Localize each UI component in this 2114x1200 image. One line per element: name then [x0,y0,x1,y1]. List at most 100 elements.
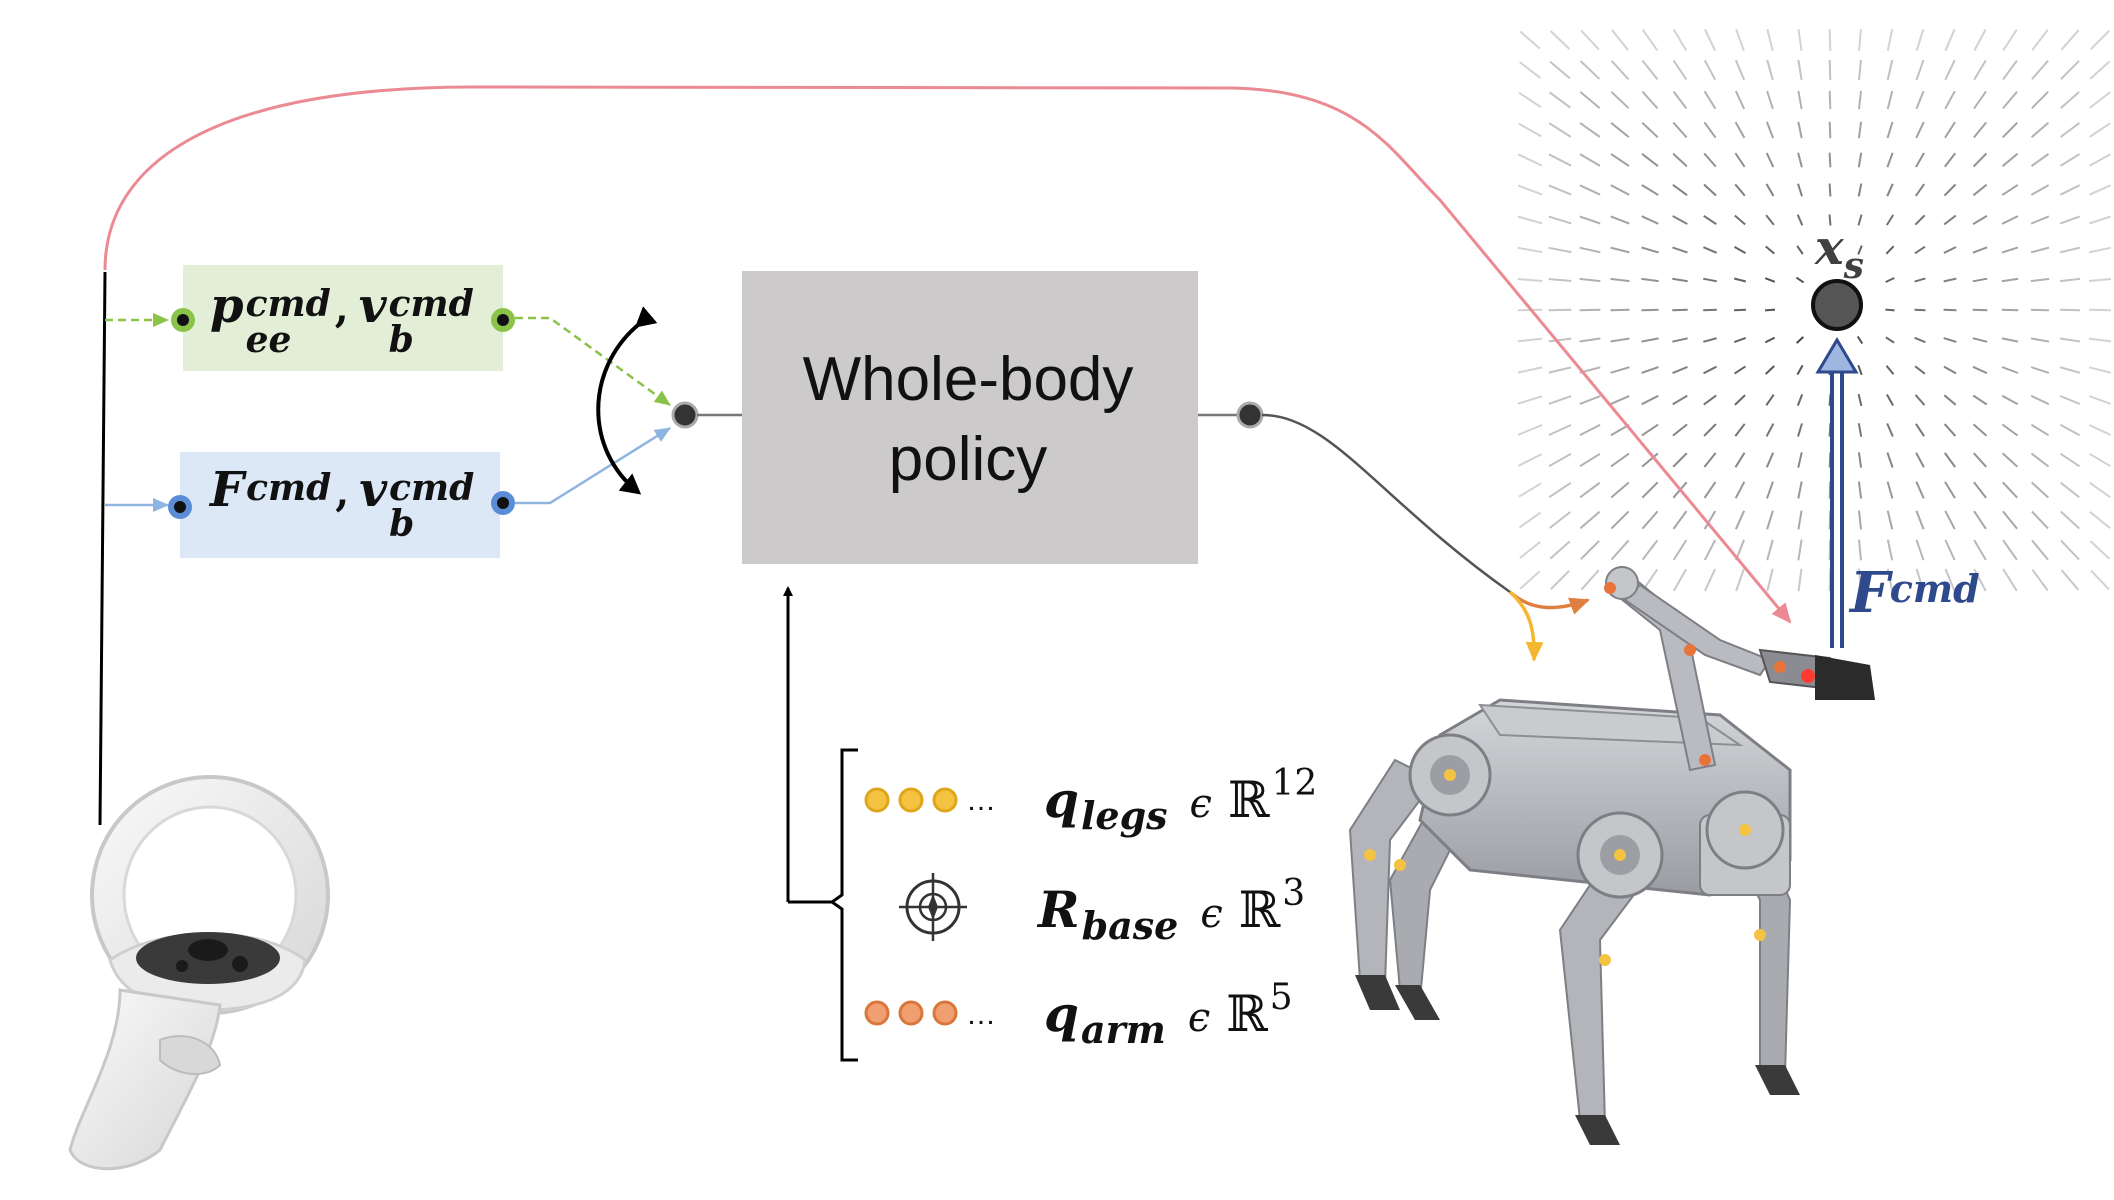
field-vector [2089,540,2111,560]
field-vector [2089,481,2111,499]
field-vector [1886,452,1894,468]
field-vector [1610,481,1630,499]
field-vector [2059,122,2081,138]
legs-dots-ellipsis: … [966,784,996,817]
field-vector [1886,539,1894,561]
field-vector [1579,60,1601,80]
field-vector [2030,337,2050,343]
field-vector [2059,215,2081,225]
field-vector [1765,365,1775,375]
field-vector [1797,28,1803,52]
field-vector [2031,90,2049,110]
field-vector [1797,452,1803,468]
field-vector [1885,277,1895,283]
field-vector [1857,183,1863,197]
field-vector [1735,568,1745,592]
field-vector [1579,277,1601,283]
field-vector [1518,91,1542,109]
field-vector [1765,121,1775,139]
field-vector [1858,568,1862,592]
field-vector [1672,394,1688,406]
field-vector [1610,215,1630,225]
field-vector [1734,510,1746,530]
field-vector [1972,337,1988,343]
field-vector [1548,366,1572,374]
field-vector [2060,539,2080,561]
field-vector [1915,121,1925,139]
field-vector [1672,215,1688,225]
field-vector [1734,423,1746,437]
field-vector [1858,29,1862,51]
field-vector [1641,539,1659,561]
field-vector [1641,29,1659,51]
field-vector [1858,510,1862,530]
field-vector [1548,153,1572,167]
field-vector [1885,214,1895,226]
field-vector [1828,214,1832,226]
field-vector [2059,277,2081,283]
switch-arrow-icon [596,306,658,495]
field-vector [1764,336,1776,344]
field-vector [2030,277,2050,283]
field-vector [1733,277,1747,283]
field-vector [1734,246,1746,254]
field-vector [1610,122,1630,138]
field-vector [1610,246,1630,254]
policy-to-robot-line [1261,413,1511,594]
field-vector [1857,245,1863,255]
field-vector [1610,184,1630,196]
field-vector [1734,394,1746,406]
field-vector [1973,59,1987,81]
policy-title: Whole-body policy [802,345,1134,494]
field-vector [1914,245,1926,255]
field-vector [1885,308,1895,312]
field-vector [1766,568,1774,592]
field-vector [2089,122,2111,138]
field-vector [1915,59,1925,81]
field-vector [1973,481,1987,499]
field-vector [1795,276,1805,284]
force-to-switch [515,426,671,505]
field-vector [1703,152,1717,168]
field-vector [1828,152,1832,168]
field-vector [1641,184,1659,196]
field-vector [1549,540,1571,560]
field-vector [1610,366,1630,374]
field-vector [1796,245,1804,255]
field-vector [1703,394,1717,406]
field-vector [1972,452,1988,468]
field-vector [2001,452,2019,468]
field-vector [2001,394,2019,406]
field-vector [1579,184,1601,196]
field-vector [1580,540,1600,560]
field-vector [1973,90,1987,110]
field-vector [1641,246,1659,254]
field-vector [1641,153,1659,167]
field-vector [1734,183,1746,197]
field-vector [1973,28,1987,52]
field-vector [1764,308,1776,312]
field-vector [1915,28,1925,52]
field-vector [1703,337,1717,343]
field-vector [2031,568,2049,592]
field-vector [1886,90,1894,110]
field-vector [2090,30,2110,50]
field-vector [1734,452,1746,468]
field-vector [1828,183,1832,197]
field-vector [1641,452,1659,468]
field-vector [1766,481,1774,499]
field-vector [1886,568,1894,592]
field-vector [1915,423,1925,437]
field-vector [1915,452,1925,468]
field-vector [2001,215,2019,225]
field-vector [1641,394,1659,406]
force-command-label: F cmd , v cmd b [210,462,475,546]
field-vector [1914,336,1926,344]
field-vector [1972,394,1988,406]
leg-command-arrow [1508,590,1544,662]
position-to-switch [515,316,671,407]
field-vector [2088,452,2112,468]
field-vector [1886,481,1894,499]
field-vector [1519,61,1541,79]
field-vector [1610,452,1630,468]
